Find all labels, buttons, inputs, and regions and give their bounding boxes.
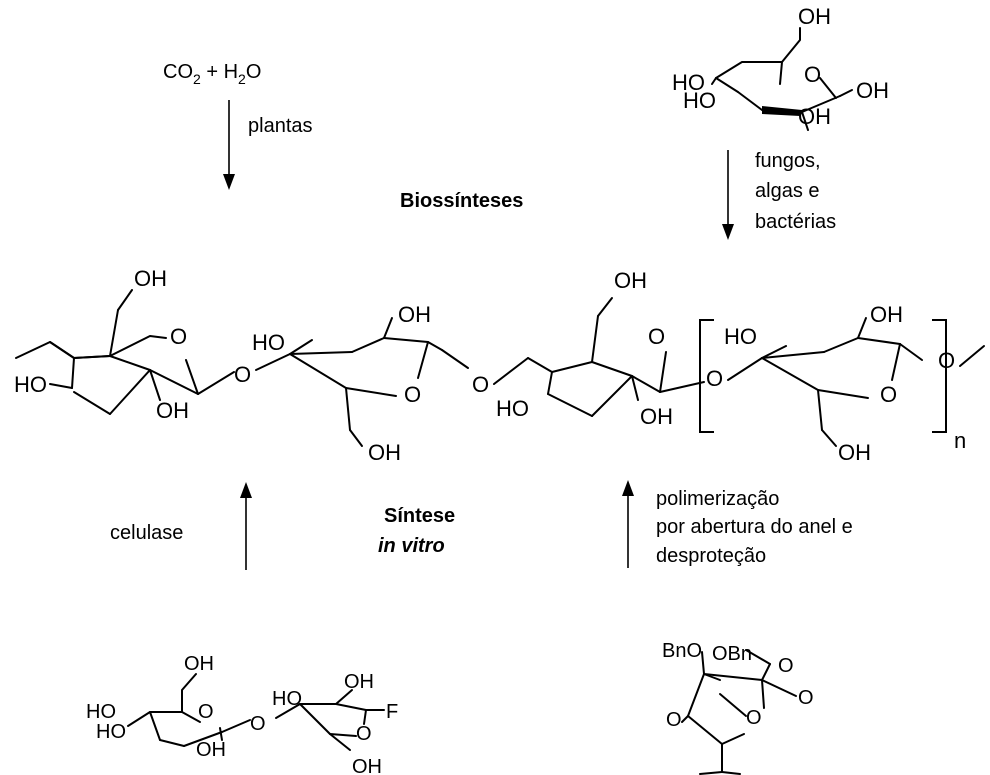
synthesis-title-2: in vitro	[378, 535, 445, 557]
link-o-3: O	[706, 366, 723, 391]
unit2-oh-bottom: OH	[368, 440, 401, 465]
unit1-ring-o: O	[170, 324, 187, 349]
mono-o-1: O	[778, 655, 794, 677]
cb-oh-right: OH	[344, 671, 374, 693]
co2-text: CO2 + H2O	[163, 61, 261, 87]
cb-ho-1: HO	[86, 701, 116, 723]
unit1-oh-bottom: OH	[156, 398, 189, 423]
mono-obn: OBn	[712, 643, 752, 665]
glucose-ho-2: HO	[683, 88, 716, 113]
mono-o-4: O	[746, 707, 762, 729]
glucose-oh-bottom: OH	[798, 104, 831, 129]
link-o-2: O	[472, 372, 489, 397]
repeat-n: n	[954, 428, 966, 453]
arrow-up-polymerization	[622, 480, 634, 568]
unit3-ho: HO	[496, 396, 529, 421]
plants-label: plantas	[248, 115, 313, 137]
glucose-ho-1: HO	[672, 70, 705, 95]
unit2-oh-top: OH	[398, 302, 431, 327]
unit1-oh-top: OH	[134, 266, 167, 291]
cellobiosyl-fluoride: OH O HO HO OH O HO OH F O OH	[86, 653, 398, 775]
cellulose-chain: OH O HO OH O HO OH O OH O	[14, 266, 985, 465]
arrow-down-plants	[223, 100, 235, 190]
cb-ring-o-2: O	[356, 723, 372, 745]
glucose-molecule: OH O HO HO OH OH	[672, 4, 889, 131]
unit4-oh-bottom: OH	[838, 440, 871, 465]
cb-oh-top: OH	[184, 653, 214, 675]
arrow-down-fungi	[722, 150, 734, 240]
biosynthesis-title: Biossínteses	[400, 190, 523, 212]
unit4-ho: HO	[724, 324, 757, 349]
orthoester-monomer: BnO OBn O O O O	[662, 640, 814, 775]
unit3-oh-top: OH	[614, 268, 647, 293]
glucose-oh-top: OH	[798, 4, 831, 29]
mono-bno: BnO	[662, 640, 702, 662]
synthesis-title-1: Síntese	[384, 505, 455, 527]
fungi-label-1: fungos,	[755, 150, 821, 172]
unit3-oh-bottom: OH	[640, 404, 673, 429]
polymer-label-3: desproteção	[656, 545, 766, 567]
glucose-oh-right: OH	[856, 78, 889, 103]
cellulase-label: celulase	[110, 522, 183, 544]
unit4-oh-top: OH	[870, 302, 903, 327]
unit2-ring-o: O	[404, 382, 421, 407]
cb-f: F	[386, 701, 398, 723]
unit2-ho: HO	[252, 330, 285, 355]
mono-o-3: O	[666, 709, 682, 731]
glucose-ring-o: O	[804, 62, 821, 87]
unit4-ring-o: O	[880, 382, 897, 407]
fungi-label-2: algas e	[755, 180, 820, 202]
link-o-1: O	[234, 362, 251, 387]
polymer-label-2: por abertura do anel e	[656, 516, 853, 538]
arrow-up-cellulase	[240, 482, 252, 570]
cb-link-o: O	[250, 713, 266, 735]
cb-ho-2: HO	[96, 721, 126, 743]
terminal-o: O	[938, 348, 955, 373]
cb-oh-bottom-2: OH	[352, 756, 382, 775]
mono-o-2: O	[798, 687, 814, 709]
cb-ring-o-1: O	[198, 701, 214, 723]
co2-h2o-reagent: CO2 + H2O	[163, 61, 261, 87]
polymer-label-1: polimerização	[656, 488, 779, 510]
cb-ho-3: HO	[272, 688, 302, 710]
fungi-label-3: bactérias	[755, 211, 836, 233]
cb-oh-bottom: OH	[196, 739, 226, 761]
unit1-ho: HO	[14, 372, 47, 397]
unit3-ring-o: O	[648, 324, 665, 349]
